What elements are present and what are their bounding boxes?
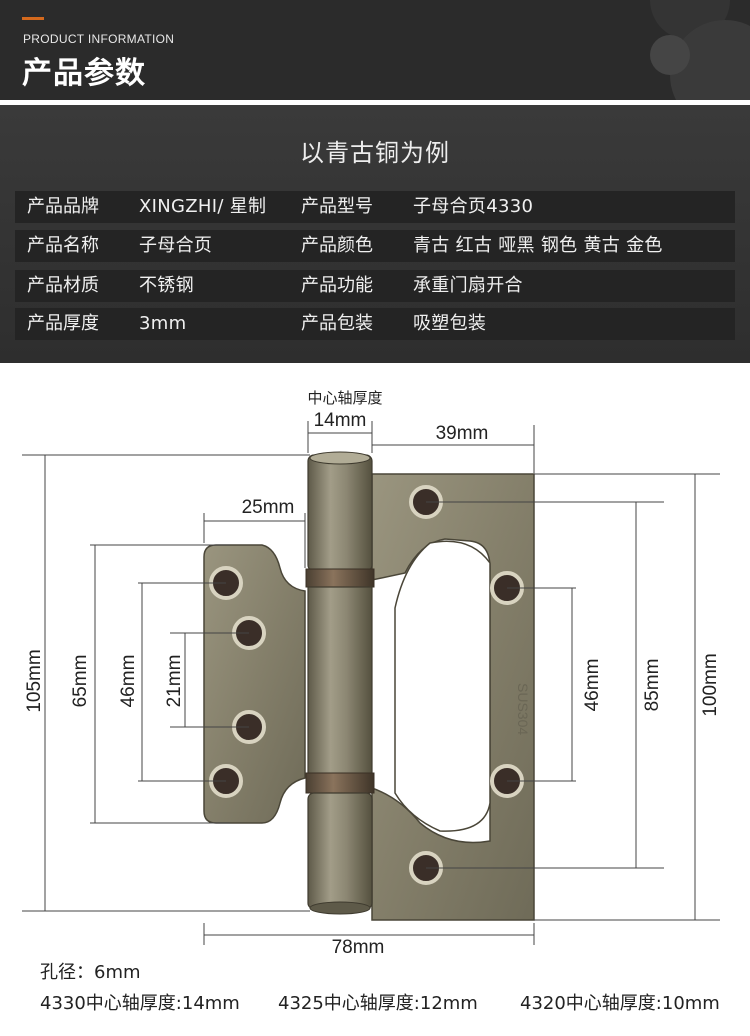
- spec-label: 产品品牌: [27, 196, 99, 217]
- spec-value: 青古 红古 哑黑 钢色 黄古 金色: [413, 235, 663, 256]
- spec-value: 吸塑包装: [413, 313, 487, 334]
- dim-left-mid: 46mm: [118, 655, 139, 708]
- hinge-barrel: [305, 451, 375, 915]
- dim-right-width: 39mm: [436, 423, 489, 444]
- axis-label: 中心轴厚度: [307, 389, 382, 407]
- spec-value: 子母合页: [139, 235, 213, 256]
- spec-label: 产品功能: [301, 275, 373, 296]
- dim-left-width: 25mm: [242, 497, 295, 518]
- dim-right-inner: 46mm: [582, 659, 603, 712]
- dim-right-outer: 100mm: [700, 653, 721, 716]
- spec-label: 产品材质: [27, 275, 99, 296]
- left-leaf: [203, 544, 306, 824]
- spec-row: 产品材质 不锈钢 产品功能 承重门扇开合: [15, 270, 735, 302]
- spec-value: XINGZHI/ 星制: [139, 196, 267, 217]
- note-4320: 4320中心轴厚度:10mm: [520, 993, 720, 1014]
- hinge-diagram: SUS304: [22, 389, 721, 953]
- hole-size: 孔径：6mm: [40, 962, 141, 983]
- spec-label: 产品包装: [301, 313, 373, 334]
- divider: [0, 100, 750, 105]
- header-banner: PRODUCT INFORMATION 产品参数: [0, 0, 750, 100]
- decor-circle: [650, 35, 690, 75]
- dim-total-width: 78mm: [332, 937, 385, 953]
- spec-value: 不锈钢: [139, 275, 194, 296]
- note-4325: 4325中心轴厚度:12mm: [278, 993, 478, 1014]
- spec-row: 产品厚度 3mm 产品包装 吸塑包装: [15, 308, 735, 340]
- spec-value: 承重门扇开合: [413, 275, 523, 296]
- spec-title: 以青古铜为例: [300, 139, 450, 167]
- stamp-text: SUS304: [515, 683, 531, 735]
- note-4330: 4330中心轴厚度:14mm: [40, 993, 240, 1014]
- spec-label: 产品名称: [27, 235, 99, 256]
- spec-label: 产品型号: [301, 196, 373, 217]
- spec-value: 子母合页4330: [413, 196, 534, 217]
- dimension-lines: [22, 421, 720, 945]
- spec-label: 产品颜色: [301, 235, 373, 256]
- accent-bar: [22, 17, 44, 20]
- spec-row: 产品名称 子母合页 产品颜色 青古 红古 哑黑 钢色 黄古 金色: [15, 230, 735, 262]
- spec-value: 3mm: [139, 313, 187, 334]
- spec-row: 产品品牌 XINGZHI/ 星制 产品型号 子母合页4330: [15, 191, 735, 223]
- spec-panel: 以青古铜为例 产品品牌 XINGZHI/ 星制 产品型号 子母合页4330 产品…: [0, 105, 750, 363]
- header-en-title: PRODUCT INFORMATION: [23, 32, 175, 46]
- dim-left-inner: 21mm: [164, 655, 185, 708]
- dim-total-height: 105mm: [24, 649, 45, 712]
- dim-right-mid: 85mm: [642, 659, 663, 712]
- footer-notes: 孔径：6mm 4330中心轴厚度:14mm 4325中心轴厚度:12mm 432…: [0, 950, 750, 1036]
- right-leaf: [371, 473, 535, 921]
- spec-label: 产品厚度: [27, 313, 99, 334]
- dim-left-outer: 65mm: [70, 655, 91, 708]
- dim-axis: 14mm: [314, 410, 367, 431]
- header-cn-title: 产品参数: [22, 56, 146, 91]
